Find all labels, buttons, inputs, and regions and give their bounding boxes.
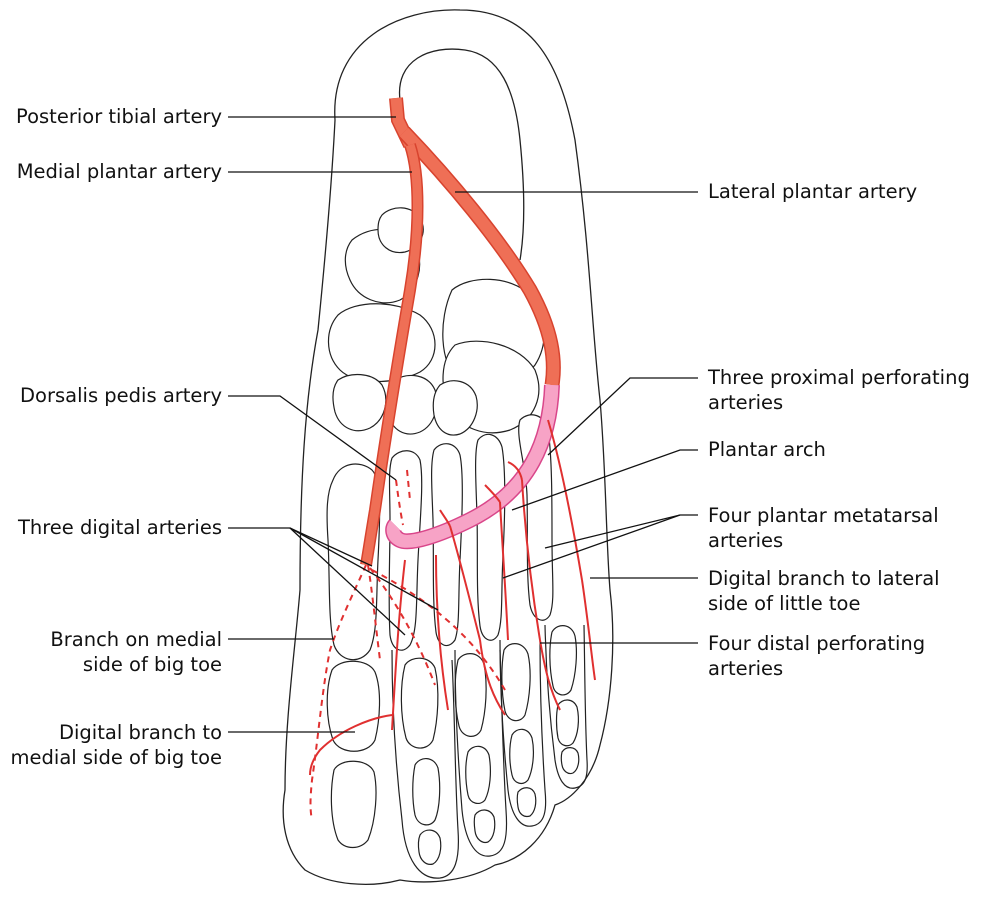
toe2-phalanx-2 bbox=[413, 759, 440, 825]
label-four-distal-line1: Four distal perforating bbox=[708, 631, 925, 656]
label-four-plantar-metatarsal-line2: arteries bbox=[708, 528, 939, 553]
toe4-phalanx-3 bbox=[517, 788, 536, 817]
label-three-proximal-line2: arteries bbox=[708, 390, 970, 415]
leader-three-proximal bbox=[548, 378, 698, 455]
metatarsal-2 bbox=[389, 451, 422, 650]
label-dorsalis-pedis-artery: Dorsalis pedis artery bbox=[20, 383, 222, 408]
navicular-bone bbox=[328, 304, 435, 382]
toe3-phalanx-3 bbox=[474, 810, 495, 842]
leader-four-plantar-metatarsal bbox=[545, 515, 698, 548]
cuneiform-bone-3 bbox=[333, 375, 386, 431]
label-three-proximal-line1: Three proximal perforating bbox=[708, 365, 970, 390]
label-digital-branch-lateral-line2: side of little toe bbox=[708, 591, 940, 616]
label-digital-branch-lateral: Digital branch to lateral side of little… bbox=[708, 566, 940, 616]
label-four-plantar-metatarsal-line1: Four plantar metatarsal bbox=[708, 503, 939, 528]
toe5-phalanx-3 bbox=[561, 748, 579, 774]
big-toe-distal-phalanx bbox=[331, 761, 376, 847]
label-medial-plantar-artery: Medial plantar artery bbox=[17, 159, 222, 184]
toe3-phalanx-1 bbox=[455, 654, 486, 737]
label-four-distal-line2: arteries bbox=[708, 656, 925, 681]
label-four-plantar-metatarsal: Four plantar metatarsal arteries bbox=[708, 503, 939, 553]
toe3-phalanx-2 bbox=[466, 746, 491, 803]
label-digital-branch-medial-line1: Digital branch to bbox=[11, 720, 222, 745]
toe5-phalanx-1 bbox=[550, 626, 577, 695]
toe5-phalanx-2 bbox=[557, 700, 579, 746]
label-posterior-tibial-artery: Posterior tibial artery bbox=[16, 104, 222, 129]
label-digital-branch-medial: Digital branch to medial side of big toe bbox=[11, 720, 222, 770]
label-four-distal-perforating: Four distal perforating arteries bbox=[708, 631, 925, 681]
label-three-proximal-perforating: Three proximal perforating arteries bbox=[708, 365, 970, 415]
toe2-phalanx-3 bbox=[418, 830, 440, 864]
label-three-digital-arteries: Three digital arteries bbox=[18, 515, 222, 540]
toe2-phalanx-1 bbox=[401, 658, 438, 748]
label-digital-branch-lateral-line1: Digital branch to lateral bbox=[708, 566, 940, 591]
label-digital-branch-medial-line2: medial side of big toe bbox=[11, 745, 222, 770]
toe4-phalanx-2 bbox=[510, 729, 534, 783]
label-branch-medial-big-toe-line2: side of big toe bbox=[50, 652, 222, 677]
label-branch-medial-big-toe: Branch on medial side of big toe bbox=[50, 627, 222, 677]
label-branch-medial-big-toe-line1: Branch on medial bbox=[50, 627, 222, 652]
metatarsal-4 bbox=[476, 434, 505, 640]
label-plantar-arch: Plantar arch bbox=[708, 437, 826, 462]
metatarsal-3 bbox=[432, 444, 463, 646]
label-lateral-plantar-artery: Lateral plantar artery bbox=[708, 179, 917, 204]
toe4-phalanx-1 bbox=[502, 644, 530, 721]
